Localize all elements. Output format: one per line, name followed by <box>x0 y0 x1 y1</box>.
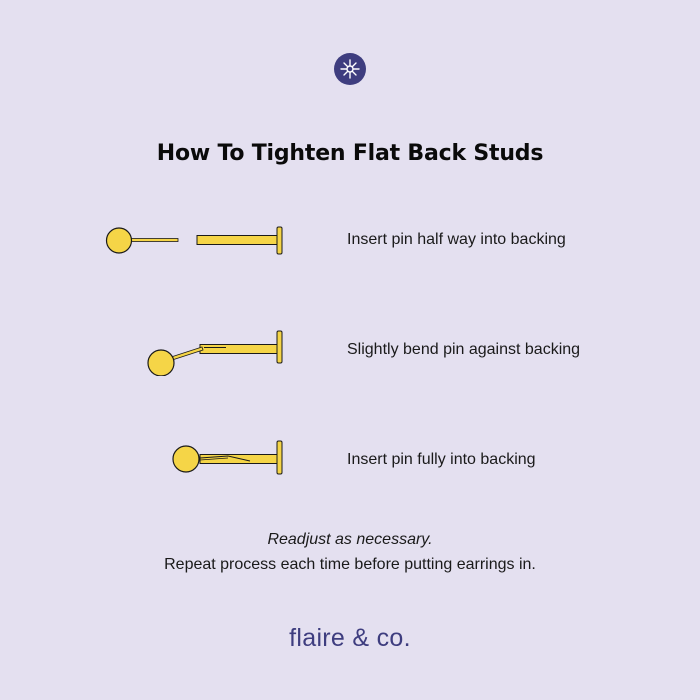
compass-star-icon <box>340 59 360 79</box>
step-1-text: Insert pin half way into backing <box>347 231 566 248</box>
logo-badge <box>334 53 366 85</box>
step-2-text: Slightly bend pin against backing <box>347 341 581 358</box>
step-2-illustration <box>100 326 300 376</box>
page-title: How To Tighten Flat Back Studs <box>156 141 544 166</box>
brand-logo: flaire & co. <box>289 624 411 652</box>
step-3-illustration <box>100 434 300 484</box>
step-3-text: Insert pin fully into backing <box>347 451 536 468</box>
repeat-note: Repeat process each time before putting … <box>164 556 536 573</box>
step-1-illustration <box>100 216 300 266</box>
readjust-note: Readjust as necessary. <box>267 531 433 548</box>
